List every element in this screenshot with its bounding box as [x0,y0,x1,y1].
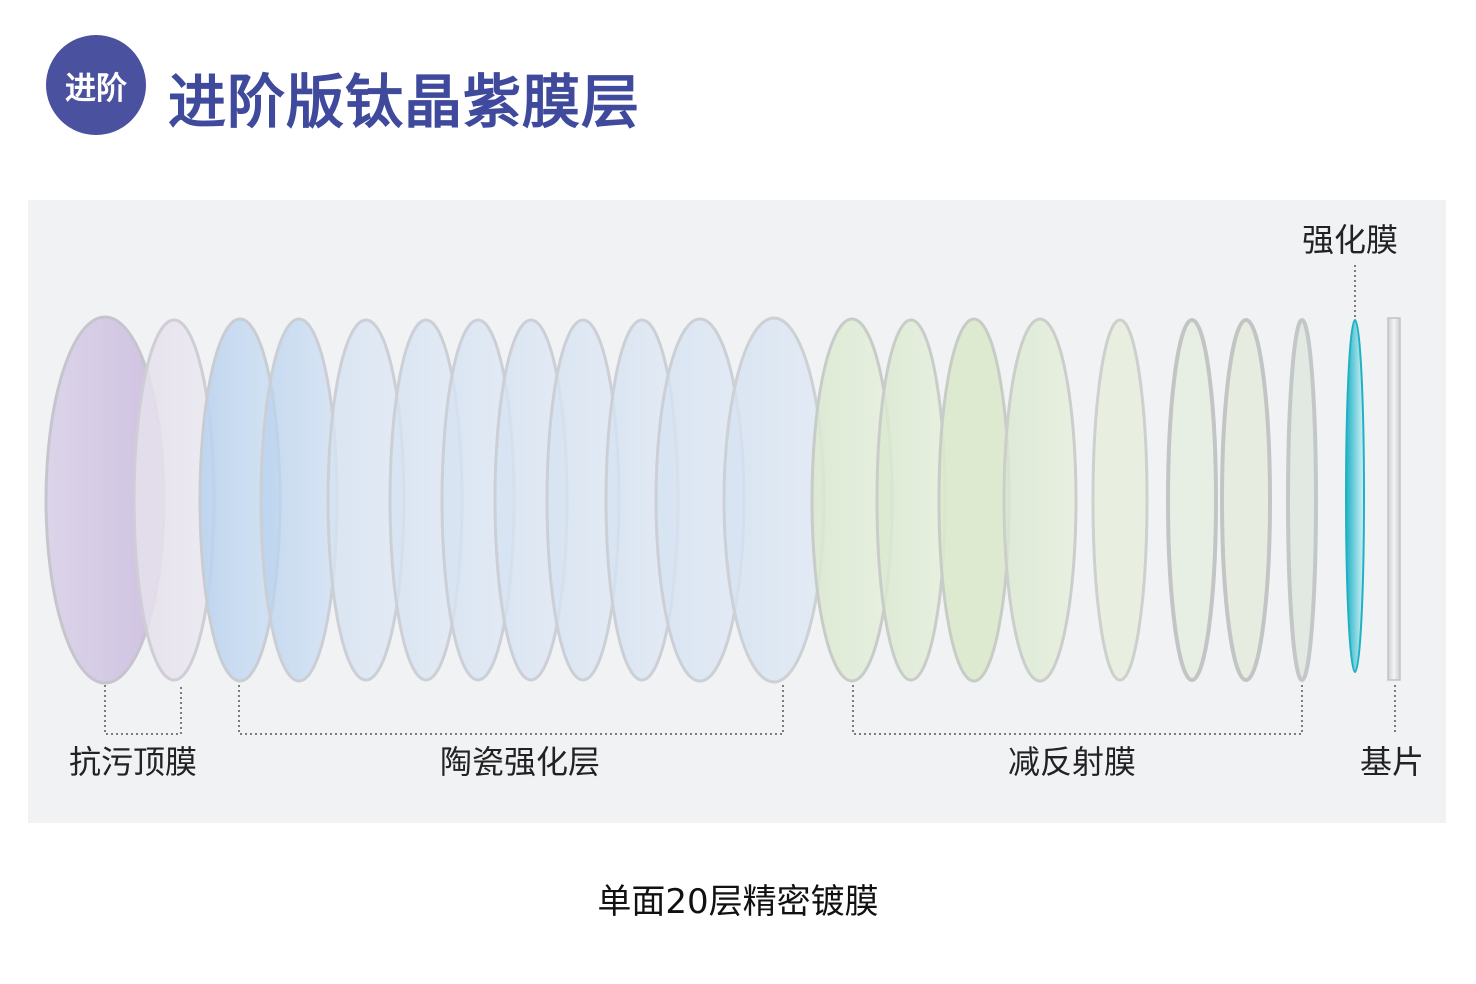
label-hardening: 强化膜 [1302,221,1399,259]
lens-layers-graphic [44,265,1401,735]
label-ceramic: 陶瓷强化层 [440,743,601,781]
ceramic-layer-2 [259,317,339,683]
footer-caption: 单面20层精密镀膜 [597,882,879,922]
anti-reflective-layer-5 [1091,318,1149,682]
page-title: 进阶版钛晶紫膜层 [168,68,641,136]
anti-reflective-layer-7 [1220,318,1272,682]
hardening-film-layer [1345,319,1365,673]
label-substrate: 基片 [1360,743,1425,781]
anti-reflective-layer-3 [937,317,1011,683]
anti-reflective-layer-8 [1286,318,1318,682]
ceramic-layer-10 [722,316,826,684]
anti-reflective-layer-2 [875,318,947,682]
anti-reflective-layer-4 [1002,317,1078,683]
label-anti-reflective: 减反射膜 [1008,743,1137,781]
anti-smudge-bracket [104,685,182,735]
level-badge: 进阶 [46,35,146,135]
anti-reflective-layer-6 [1166,318,1218,682]
anti-reflective-bracket [852,685,1303,735]
label-anti-smudge: 抗污顶膜 [69,743,198,781]
substrate-layer [1387,317,1401,681]
layer-diagram-panel [28,200,1446,823]
ceramic-bracket [238,685,784,735]
